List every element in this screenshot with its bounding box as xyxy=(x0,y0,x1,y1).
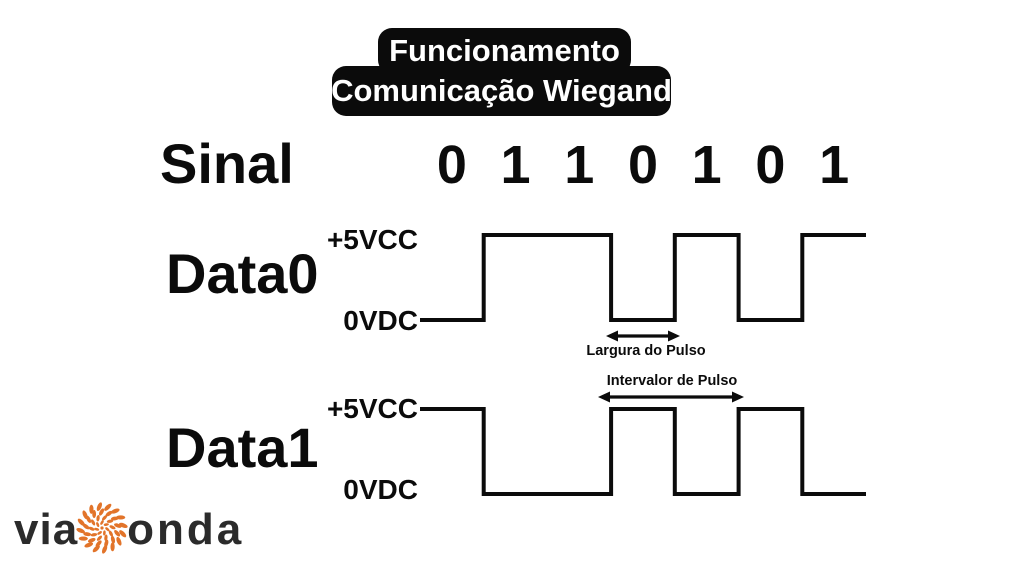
data1-waveform xyxy=(420,407,866,496)
signal-bit: 0 xyxy=(627,135,658,195)
data1-waveform-line xyxy=(420,407,866,496)
title-line1: Funcionamento xyxy=(389,33,620,68)
pulse-interval-label: Intervalor de Pulso xyxy=(606,373,738,389)
signal-bit: 1 xyxy=(691,135,722,195)
signal-bit: 1 xyxy=(500,135,531,195)
signal-bit: 1 xyxy=(564,135,595,195)
data0-high-label: +5VCC xyxy=(326,224,418,255)
signal-bit: 0 xyxy=(436,135,467,195)
pulse-width-arrow-icon xyxy=(606,330,680,342)
title-line2: Comunicação Wiegand xyxy=(331,73,672,108)
data1-low-label: 0VDC xyxy=(343,474,418,505)
data1-high-label: +5VCC xyxy=(326,393,418,424)
title-badge-line2: Comunicação Wiegand xyxy=(331,66,672,116)
data1-label: Data1 xyxy=(166,416,319,479)
signal-bit: 0 xyxy=(755,135,786,195)
viaonda-spiral-icon xyxy=(76,502,128,554)
signal-bit: 1 xyxy=(819,135,850,195)
data0-label: Data0 xyxy=(166,242,319,305)
logo-text-via: via xyxy=(14,505,79,554)
data0-waveform xyxy=(420,233,866,322)
pulse-interval-arrow-icon xyxy=(598,391,744,403)
logo-text-onda: onda xyxy=(127,505,245,554)
pulse-width-label: Largura do Pulso xyxy=(586,343,706,359)
data0-low-label: 0VDC xyxy=(343,305,418,336)
viaonda-logo: via onda xyxy=(14,500,244,560)
signal-label: Sinal xyxy=(160,132,294,195)
data0-waveform-line xyxy=(420,233,866,322)
